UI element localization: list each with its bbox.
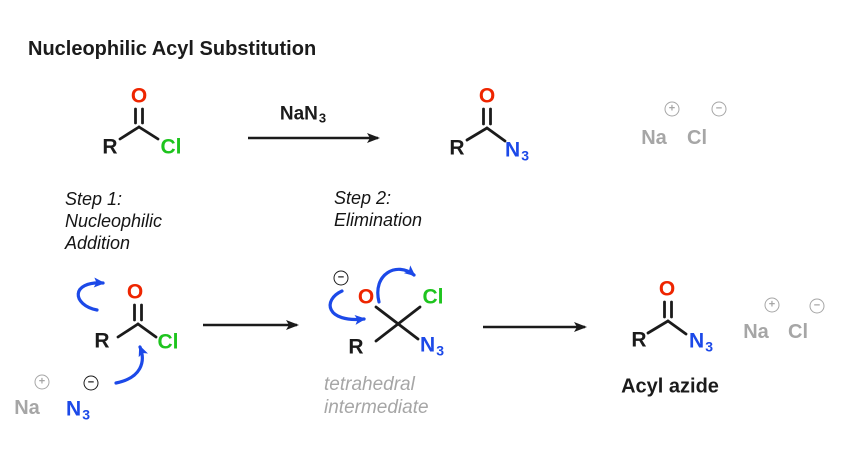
step1-label: Step 1: Nucleophilic Addition <box>65 188 162 254</box>
product-r-group: R <box>631 328 647 352</box>
acid-chloride-ccl-bond <box>137 125 160 141</box>
mech-azide-anion: N3 <box>66 397 90 423</box>
acid-chloride-o-atom: O <box>130 84 148 108</box>
step1-line2: Nucleophilic <box>65 211 163 231</box>
bottom-salt-plus-charge: + <box>764 297 780 313</box>
product-n3-group: N3 <box>689 329 713 355</box>
product-n-subscript: 3 <box>705 338 713 355</box>
top-product-n3-group: N3 <box>505 138 529 164</box>
acid-chloride-cl-atom: Cl <box>160 135 182 159</box>
bottom-salt-cl-anion: Cl <box>788 321 808 343</box>
tetrahedral-caption-line2: intermediate <box>324 397 429 418</box>
top-salt-cl-anion: Cl <box>687 127 707 149</box>
curved-arrow-azide-attack <box>114 345 148 385</box>
bottom-salt-minus-charge: − <box>809 298 825 314</box>
mech-reactant-cr-bond <box>116 322 140 339</box>
top-product-n-subscript: 3 <box>521 147 529 164</box>
acid-chloride-cr-bond <box>118 125 141 141</box>
reagent-nan3-subscript: 3 <box>318 110 327 126</box>
mech-reactant-ccl-bond <box>136 322 158 339</box>
mech-reactant-cl-atom: Cl <box>157 330 179 354</box>
product-n-atom: N <box>689 329 705 353</box>
acyl-azide-cr-bond <box>465 126 489 142</box>
tetrahedral-o-atom: O <box>357 285 375 309</box>
mech-reactant-r-group: R <box>94 329 110 353</box>
bottom-salt-na-cation: Na <box>743 321 769 343</box>
diagram-title: Nucleophilic Acyl Substitution <box>28 38 317 60</box>
tetrahedral-n-subscript: 3 <box>436 342 444 359</box>
top-salt-na-cation: Na <box>641 127 667 149</box>
mech-na-plus-charge: + <box>34 374 50 390</box>
tetrahedral-cl-c-r-bond <box>374 305 422 343</box>
step1-line1: Step 1: <box>65 189 123 209</box>
product-o-atom: O <box>658 277 676 301</box>
top-salt-plus-charge: + <box>664 101 680 117</box>
product-cn-bond <box>666 319 688 336</box>
step1-line3: Addition <box>65 233 131 253</box>
product-caption: Acyl azide <box>621 375 719 398</box>
mech-azide-n-subscript: 3 <box>82 406 90 423</box>
acid-chloride-r-group: R <box>102 135 118 159</box>
tetrahedral-n3-group: N3 <box>420 333 444 359</box>
curved-arrow-pi-to-oxygen <box>76 277 105 312</box>
tetrahedral-o-c-n3-bond <box>374 305 420 341</box>
tetrahedral-r-group: R <box>348 335 364 359</box>
top-product-n-atom: N <box>505 138 521 162</box>
top-salt-minus-charge: − <box>711 101 727 117</box>
reagent-nan3: NaN3 <box>279 103 327 126</box>
curved-arrow-oxygen-reforms-pi <box>328 289 366 325</box>
mech-azide-minus-charge: − <box>83 375 99 391</box>
acyl-azide-cn-bond <box>485 126 507 143</box>
step2-line1: Step 2: <box>334 188 392 208</box>
top-product-r-group: R <box>449 136 465 160</box>
step2-line2: Elimination <box>334 210 423 230</box>
top-product-o-atom: O <box>478 84 496 108</box>
reagent-nan3-main: NaN <box>279 103 318 125</box>
tetrahedral-minus-charge: − <box>333 270 349 286</box>
step2-label: Step 2: Elimination <box>334 187 422 231</box>
mech-reactant-o-atom: O <box>126 280 144 304</box>
mech-na-cation: Na <box>14 397 40 419</box>
tetrahedral-caption-line1: tetrahedral <box>324 374 415 395</box>
mech-azide-n-atom: N <box>66 397 82 421</box>
curved-arrow-chloride-leaves <box>376 265 416 304</box>
tetrahedral-caption: tetrahedral intermediate <box>324 373 429 419</box>
product-cr-bond <box>646 319 670 335</box>
tetrahedral-cl-atom: Cl <box>422 285 444 309</box>
tetrahedral-n-atom: N <box>420 333 436 357</box>
